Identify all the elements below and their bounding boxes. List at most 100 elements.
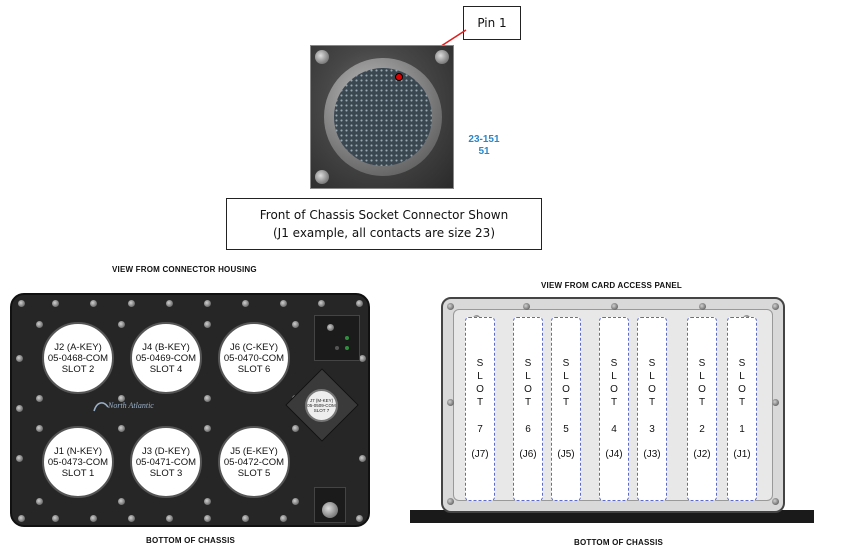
- connector-j2-slot: SLOT 2: [61, 363, 95, 375]
- screw-icon: [242, 300, 249, 307]
- screw-icon: [52, 515, 59, 522]
- slot-letter: L: [699, 371, 705, 382]
- slot-letter: O: [524, 384, 532, 395]
- connector-j4-key: J4 (B-KEY): [142, 341, 190, 353]
- slot-connector-ref: (J1): [733, 449, 751, 460]
- screw-icon: [772, 498, 779, 505]
- screw-icon: [36, 425, 43, 432]
- connector-shell: [324, 58, 442, 176]
- screw-icon: [204, 515, 211, 522]
- screw-icon: [204, 498, 211, 505]
- slot-letter: T: [698, 397, 706, 408]
- connector-j2: J2 (A-KEY) 05-0468-COM SLOT 2: [42, 322, 114, 394]
- part-number-label: 23-151 51: [462, 134, 506, 158]
- card-slot-6: S L O T 6 (J6): [513, 317, 543, 501]
- connector-j2-part: 05-0468-COM: [47, 352, 109, 364]
- ground-stud-icon: [322, 502, 338, 518]
- slot-connector-ref: (J2): [693, 449, 711, 460]
- connector-j6-slot: SLOT 6: [237, 363, 271, 375]
- north-atlantic-logo-icon: [93, 402, 109, 412]
- slot-letter: S: [610, 358, 618, 369]
- status-led: [335, 346, 339, 350]
- screw-icon: [36, 498, 43, 505]
- screw-icon: [447, 399, 454, 406]
- slot-letter: O: [738, 384, 746, 395]
- screw-icon: [128, 300, 135, 307]
- connector-j7: J7 (M-KEY) 05-0509-COM SLOT 7: [305, 389, 338, 422]
- screw-icon: [699, 303, 706, 310]
- card-slot-4: S L O T 4 (J4): [599, 317, 629, 501]
- screw-icon: [18, 515, 25, 522]
- north-atlantic-logo: North Atlantic: [108, 401, 154, 410]
- slot-number: 7: [477, 424, 483, 435]
- screw-icon: [166, 515, 173, 522]
- slot-letter: O: [562, 384, 570, 395]
- connector-j6-part: 05-0470-COM: [223, 352, 285, 364]
- screw-icon: [318, 300, 325, 307]
- screw-icon: [204, 300, 211, 307]
- screw-icon: [280, 515, 287, 522]
- status-led: [345, 336, 349, 340]
- connector-j3-key: J3 (D-KEY): [141, 445, 191, 457]
- screw-icon: [356, 515, 363, 522]
- connector-j5: J5 (E-KEY) 05-0472-COM SLOT 5: [218, 426, 290, 498]
- screw-icon: [52, 300, 59, 307]
- slot-letter: L: [477, 371, 483, 382]
- screw-icon: [242, 515, 249, 522]
- slot-connector-ref: (J7): [471, 449, 489, 460]
- card-slot-2: S L O T 2 (J2): [687, 317, 717, 501]
- screw-icon: [772, 303, 779, 310]
- slot-letter: S: [648, 358, 656, 369]
- left-view-title: VIEW FROM CONNECTOR HOUSING: [112, 265, 257, 274]
- screw-icon: [118, 321, 125, 328]
- screw-icon: [16, 355, 23, 362]
- connector-j7-key: J7 (M-KEY): [309, 398, 334, 403]
- slot-letter: O: [610, 384, 618, 395]
- connector-housing-panel: J2 (A-KEY) 05-0468-COM SLOT 2 J4 (B-KEY)…: [10, 293, 370, 527]
- slot-letter: T: [476, 397, 484, 408]
- status-led: [345, 346, 349, 350]
- screw-icon: [447, 498, 454, 505]
- screw-icon: [292, 498, 299, 505]
- slot-letter: S: [524, 358, 532, 369]
- slot-connector-ref: (J3): [643, 449, 661, 460]
- connector-photo: [310, 45, 454, 189]
- screw-icon: [204, 425, 211, 432]
- chassis-base: [410, 510, 814, 523]
- connector-j1-key: J1 (N-KEY): [53, 445, 103, 457]
- connector-j2-key: J2 (A-KEY): [54, 341, 102, 353]
- slot-letter: L: [739, 371, 745, 382]
- slot-letter: S: [738, 358, 746, 369]
- connector-j5-key: J5 (E-KEY): [230, 445, 278, 457]
- slot-letter: L: [525, 371, 531, 382]
- connector-j6: J6 (C-KEY) 05-0470-COM SLOT 6: [218, 322, 290, 394]
- screw-icon: [16, 455, 23, 462]
- screw-icon: [359, 355, 366, 362]
- indicator-block: [314, 315, 360, 361]
- connector-j7-slot: SLOT 7: [313, 408, 330, 413]
- screw-icon: [359, 455, 366, 462]
- slot-number: 6: [525, 424, 531, 435]
- connector-j1: J1 (N-KEY) 05-0473-COM SLOT 1: [42, 426, 114, 498]
- part-number-line2: 51: [478, 146, 490, 157]
- slot-connector-ref: (J5): [557, 449, 575, 460]
- slot-letter: T: [648, 397, 656, 408]
- screw-icon: [18, 300, 25, 307]
- screw-icon: [772, 399, 779, 406]
- slot-number: 1: [739, 424, 745, 435]
- left-view-footer: BOTTOM OF CHASSIS: [146, 536, 236, 545]
- screw-icon: [292, 425, 299, 432]
- slot-letter: O: [698, 384, 706, 395]
- connector-j6-key: J6 (C-KEY): [229, 341, 279, 353]
- part-number-line1: 23-151: [468, 134, 500, 145]
- slot-letter: T: [524, 397, 532, 408]
- pin1-callout-box: Pin 1: [463, 6, 521, 40]
- slot-number: 4: [611, 424, 617, 435]
- screw-icon: [292, 321, 299, 328]
- screw-icon: [447, 303, 454, 310]
- connector-j1-part: 05-0473-COM: [47, 456, 109, 468]
- slot-letter: T: [610, 397, 618, 408]
- screw-icon: [280, 300, 287, 307]
- slot-connector-ref: (J4): [605, 449, 623, 460]
- screw-icon: [118, 425, 125, 432]
